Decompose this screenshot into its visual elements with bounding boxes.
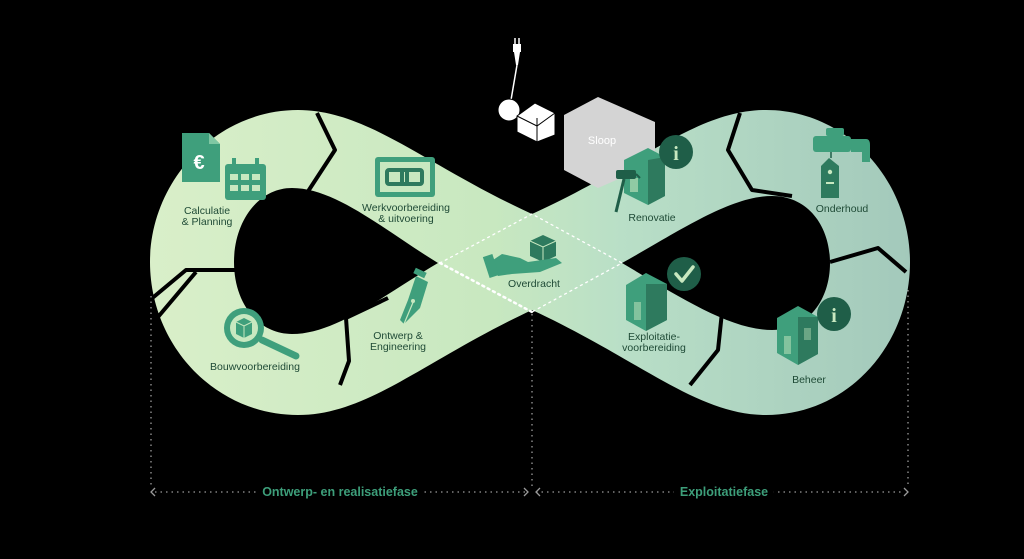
svg-text:i: i [831, 305, 837, 327]
building-info-icon: i [777, 297, 851, 365]
stage-label-exploitatievoorbereiding: Exploitatie- voorbereiding [622, 331, 686, 354]
phase-guides [150, 290, 909, 493]
stage-label-beheer: Beheer [792, 374, 826, 386]
wrecking-ball-icon [497, 38, 556, 143]
section-separators [148, 112, 908, 387]
chain-link-tablet-icon [375, 157, 435, 197]
faucet-tag-icon [813, 128, 870, 198]
stage-label-calculatie: Calculatie & Planning [181, 205, 233, 228]
phase-label-left: Ontwerp- en realisatiefase [256, 485, 424, 499]
stage-label-sloop: Sloop [587, 135, 617, 147]
hand-box-icon [482, 235, 562, 279]
euro-document-calendar-icon: € [182, 133, 266, 200]
fountain-pen-icon [400, 267, 428, 325]
phase-arrowheads [150, 487, 909, 497]
overdracht-diamond [438, 213, 624, 314]
paint-roller-building-icon: i [614, 135, 693, 213]
svg-text:i: i [673, 143, 679, 165]
building-check-icon [626, 257, 701, 331]
stage-label-bouwvoorbereiding: Bouwvoorbereiding [210, 361, 300, 373]
stage-label-renovatie: Renovatie [628, 212, 676, 224]
phase-label-right: Exploitatiefase [673, 485, 775, 499]
magnifier-box-icon [224, 308, 300, 360]
stage-label-werkvoorbereiding: Werkvoorbereiding & uitvoering [362, 202, 450, 225]
stage-label-ontwerp: Ontwerp & Engineering [369, 330, 427, 353]
stage-label-onderhoud: Onderhoud [815, 203, 869, 215]
stage-label-overdracht: Overdracht [508, 278, 560, 290]
svg-text:€: € [193, 152, 204, 174]
